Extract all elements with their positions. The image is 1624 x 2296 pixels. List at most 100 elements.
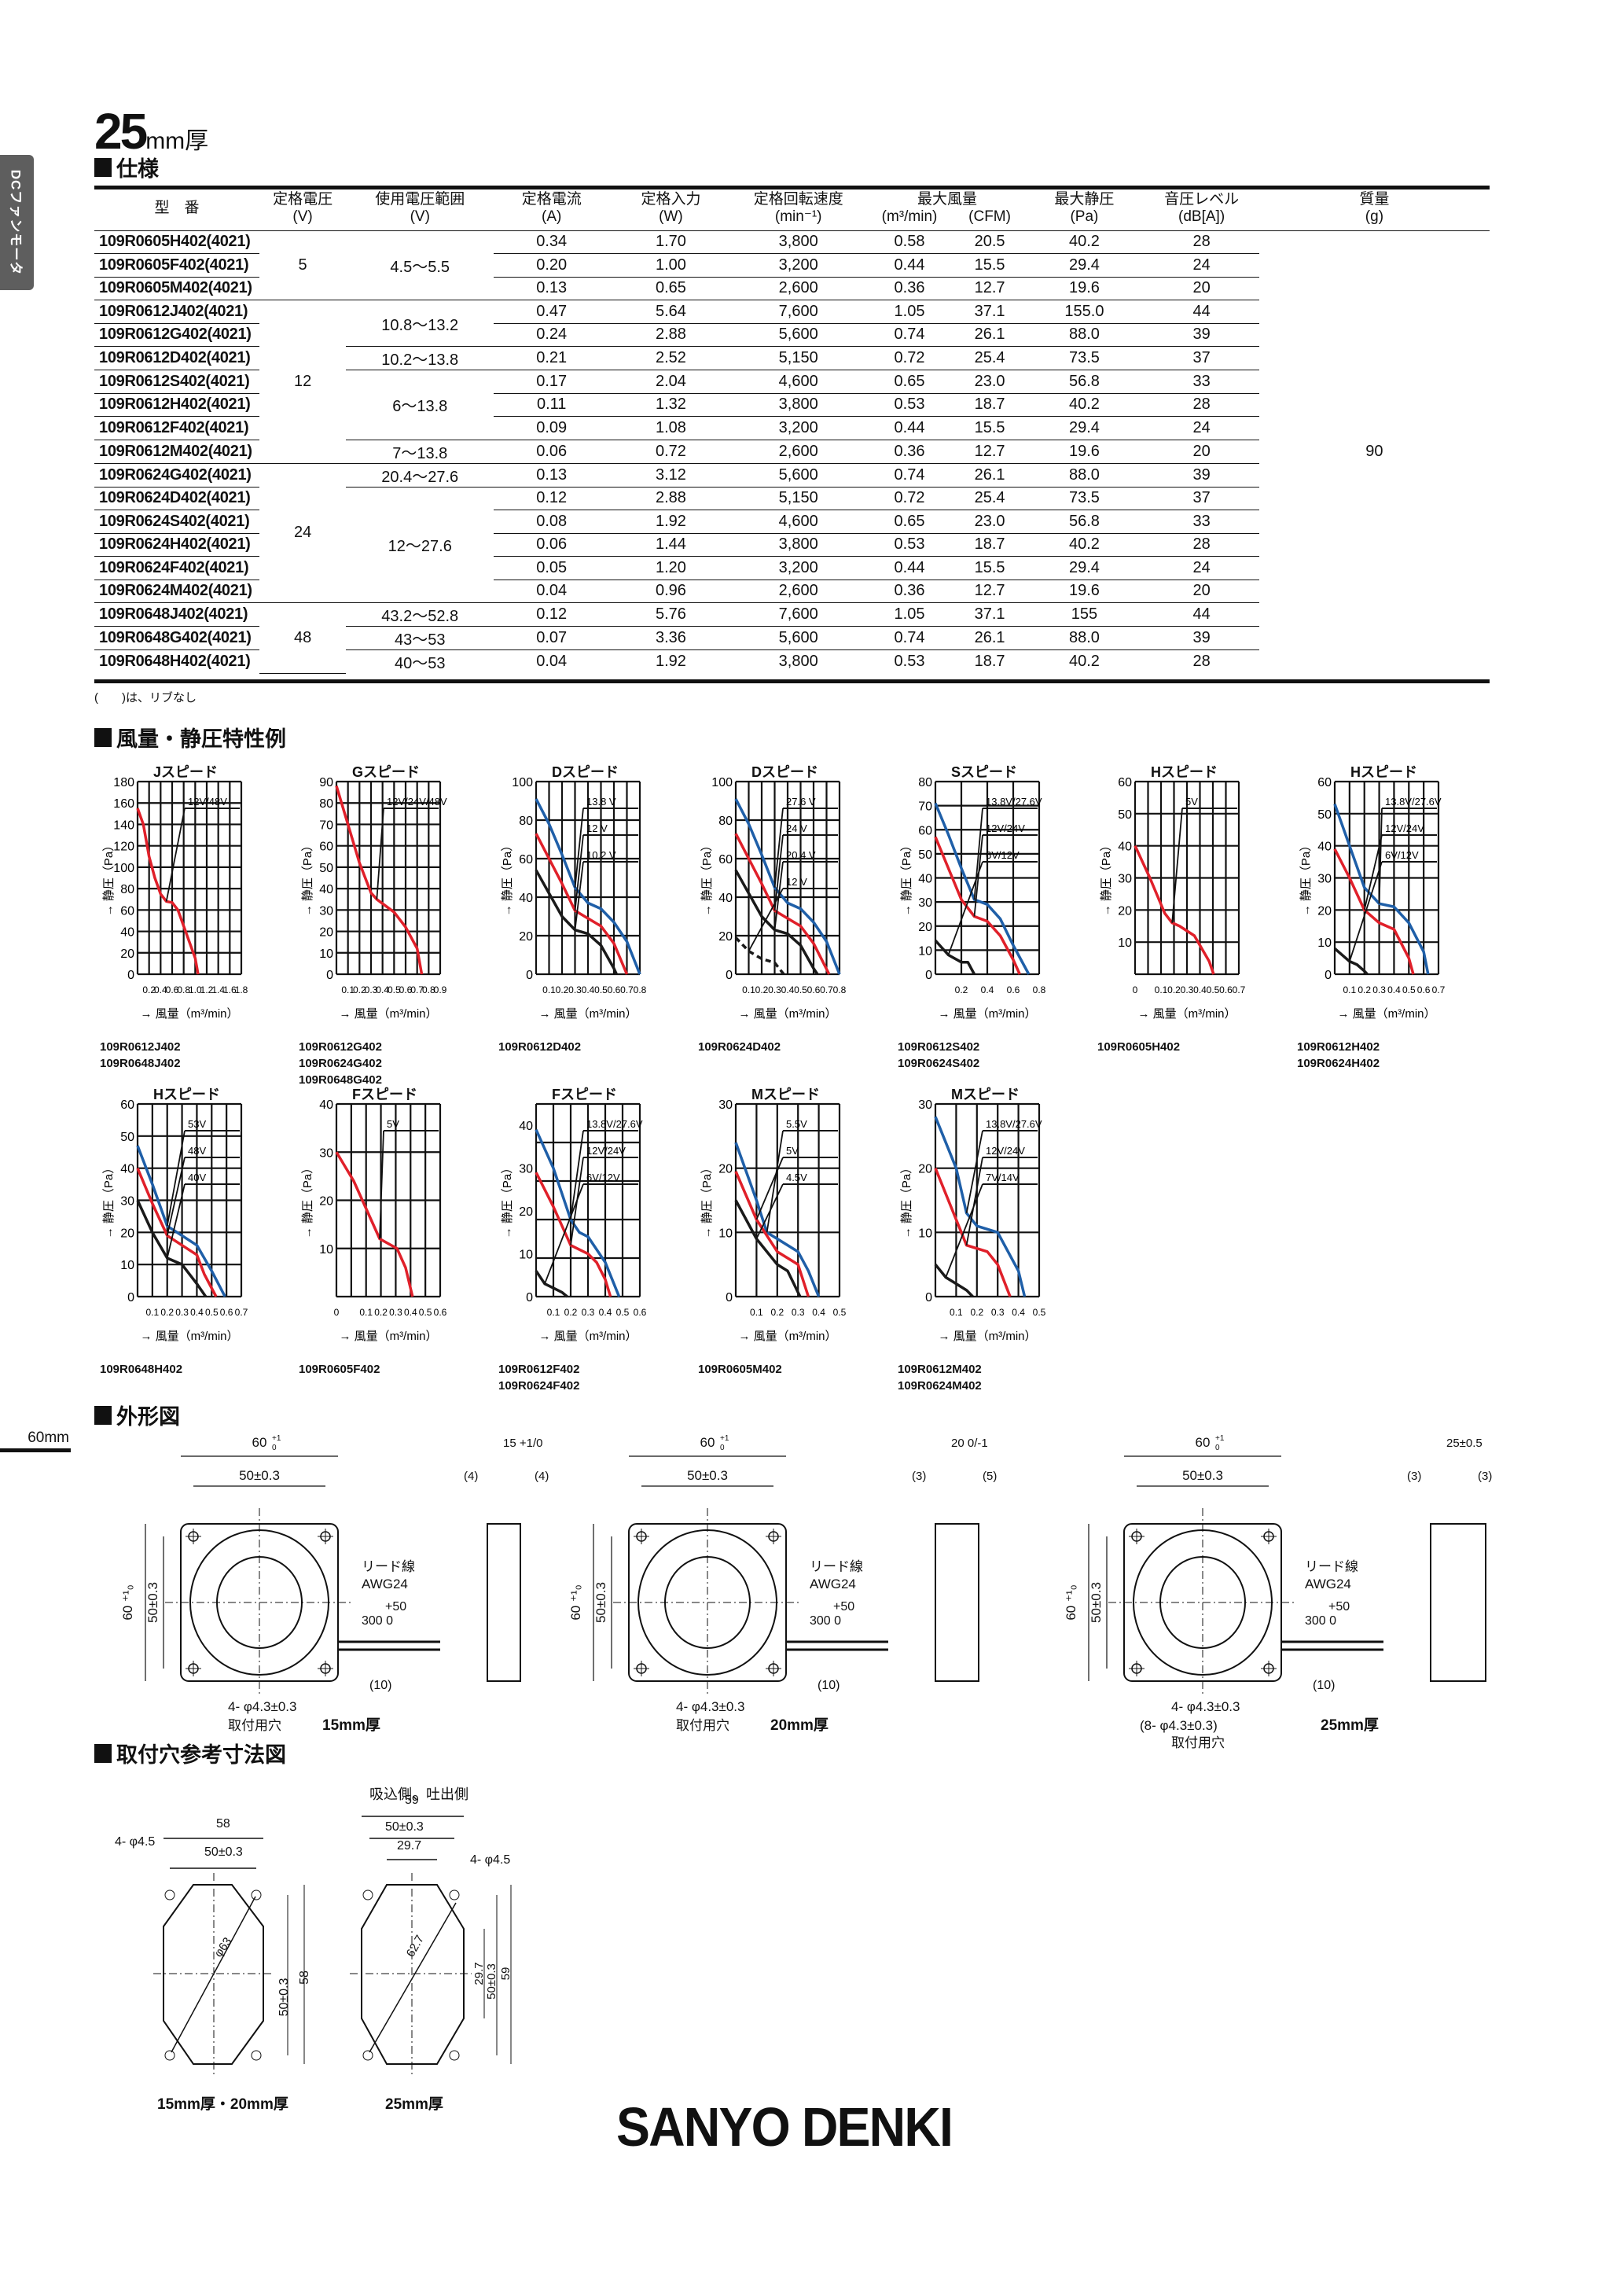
- svg-text:13.8 V: 13.8 V: [586, 796, 616, 808]
- svg-text:13.8V/27.6V: 13.8V/27.6V: [986, 1118, 1042, 1130]
- svg-text:0.4: 0.4: [582, 984, 595, 995]
- input: 1.32: [608, 393, 733, 418]
- svg-text:0.5: 0.5: [1402, 984, 1416, 995]
- svg-text:0.1: 0.1: [750, 1307, 763, 1318]
- svg-text:29.7: 29.7: [472, 1962, 486, 1985]
- svg-text:→ 風量（m³/min）: → 風量（m³/min）: [141, 1330, 239, 1343]
- svg-text:0.3: 0.3: [175, 1307, 189, 1318]
- model-number: 109R0605F402(4021): [94, 253, 260, 278]
- svg-text:0.1: 0.1: [341, 984, 355, 995]
- rated-voltage: 5: [259, 230, 347, 301]
- svg-text:取付用穴: 取付用穴: [676, 1718, 729, 1733]
- current: 0.34: [494, 230, 609, 255]
- svg-text:20: 20: [519, 1205, 533, 1219]
- current: 0.04: [536, 653, 568, 671]
- svg-text:300 0: 300 0: [362, 1614, 393, 1628]
- svg-text:4- φ4.5: 4- φ4.5: [115, 1835, 155, 1849]
- svg-text:40: 40: [718, 892, 733, 905]
- speed: 3,200: [732, 416, 865, 440]
- square-bullet-icon: [94, 727, 112, 747]
- svg-text:(4): (4): [535, 1470, 549, 1483]
- noise: 28: [1144, 393, 1259, 418]
- speed: 7,600: [732, 602, 865, 627]
- airflow-cfm: 15.5: [954, 556, 1025, 580]
- current: 0.24: [494, 323, 609, 348]
- airflow-cfm: 15.5: [954, 416, 1025, 440]
- svg-text:吸込側、吐出側: 吸込側、吐出側: [369, 1786, 468, 1802]
- svg-text:0: 0: [1133, 984, 1138, 995]
- pressure: 19.6: [1024, 580, 1145, 604]
- svg-text:→ 静圧（Pa）: → 静圧（Pa）: [700, 1162, 714, 1239]
- current: 0.17: [494, 370, 609, 394]
- svg-text:1.6: 1.6: [223, 984, 237, 995]
- svg-text:12V/48V: 12V/48V: [188, 796, 227, 808]
- pressure: 155.0: [1024, 300, 1145, 324]
- airflow-cfm: 12.7: [954, 440, 1025, 464]
- svg-text:58: 58: [216, 1817, 230, 1831]
- airflow-m3: 0.36: [864, 277, 955, 301]
- noise: 39: [1144, 323, 1259, 348]
- chart-model-caption: 109R0648H402: [100, 1363, 183, 1376]
- category-tab-label: DCファンモータ: [8, 169, 23, 276]
- svg-text:リード線: リード線: [810, 1559, 863, 1574]
- svg-text:59: 59: [405, 1794, 419, 1807]
- svg-text:15mm厚・20mm厚: 15mm厚・20mm厚: [157, 2096, 288, 2113]
- svg-text:20: 20: [918, 1163, 932, 1176]
- svg-text:40: 40: [319, 883, 333, 896]
- column-header: 定格電圧(V): [259, 189, 347, 231]
- airflow-m3: 1.05: [864, 300, 955, 324]
- svg-text:80: 80: [718, 815, 733, 828]
- airflow-cfm: 25.4: [954, 487, 1025, 511]
- svg-text:0.5: 0.5: [1207, 984, 1220, 995]
- svg-text:12V/24V: 12V/24V: [986, 1145, 1025, 1157]
- svg-text:1.8: 1.8: [235, 984, 248, 995]
- svg-text:→ 風量（m³/min）: → 風量（m³/min）: [1338, 1007, 1436, 1021]
- model-number: 109R0624H402(4021): [94, 533, 260, 557]
- svg-text:0.3: 0.3: [991, 1307, 1005, 1318]
- svg-text:→ 風量（m³/min）: → 風量（m³/min）: [939, 1007, 1037, 1021]
- svg-text:0.5: 0.5: [1033, 1307, 1046, 1318]
- pressure: 29.4: [1024, 416, 1145, 440]
- airflow-m3: 0.44: [864, 416, 955, 440]
- airflow-m3: 0.74: [864, 323, 955, 348]
- speed: 7,600: [732, 300, 865, 324]
- airflow-m3: 0.58: [864, 230, 955, 255]
- svg-text:20: 20: [1118, 904, 1132, 918]
- svg-text:0.3: 0.3: [768, 984, 781, 995]
- svg-text:30: 30: [918, 1098, 932, 1112]
- speed: 3,800: [732, 533, 865, 557]
- svg-text:20: 20: [519, 930, 533, 944]
- svg-text:4- φ4.3±0.3: 4- φ4.3±0.3: [676, 1699, 744, 1714]
- svg-text:10: 10: [918, 1227, 932, 1240]
- svg-text:10: 10: [319, 947, 333, 961]
- svg-text:φ63: φ63: [211, 1935, 234, 1959]
- svg-text:0: 0: [526, 969, 533, 982]
- svg-text:50±0.3: 50±0.3: [593, 1582, 608, 1623]
- svg-text:(4): (4): [464, 1470, 478, 1483]
- svg-text:0.7: 0.7: [820, 984, 833, 995]
- svg-text:0.5: 0.5: [594, 984, 608, 995]
- chart-title: Dスピード: [552, 764, 619, 780]
- svg-text:15mm厚: 15mm厚: [322, 1717, 380, 1734]
- svg-text:→ 静圧（Pa）: → 静圧（Pa）: [301, 840, 314, 917]
- svg-text:50: 50: [120, 1131, 134, 1144]
- chart-model-caption: 109R0624D402: [698, 1040, 781, 1054]
- svg-text:70: 70: [918, 800, 932, 814]
- svg-text:→ 静圧（Pa）: → 静圧（Pa）: [102, 1162, 116, 1239]
- svg-text:30: 30: [319, 904, 333, 918]
- mass: 90: [1365, 443, 1383, 461]
- speed: 4,600: [732, 370, 865, 394]
- airflow-cfm: 18.7: [974, 653, 1005, 671]
- svg-text:30: 30: [918, 896, 932, 910]
- svg-text:13.8V/27.6V: 13.8V/27.6V: [1385, 796, 1442, 808]
- pressure: 88.0: [1024, 463, 1145, 488]
- svg-text:0.6: 0.6: [634, 1307, 647, 1318]
- svg-text:0: 0: [1215, 1444, 1220, 1452]
- svg-text:10: 10: [319, 1243, 333, 1257]
- svg-text:6V/12V: 6V/12V: [986, 849, 1020, 861]
- pressure: 40.2: [1024, 230, 1145, 255]
- svg-text:→ 風量（m³/min）: → 風量（m³/min）: [539, 1007, 637, 1021]
- svg-text:→ 静圧（Pa）: → 静圧（Pa）: [900, 1162, 913, 1239]
